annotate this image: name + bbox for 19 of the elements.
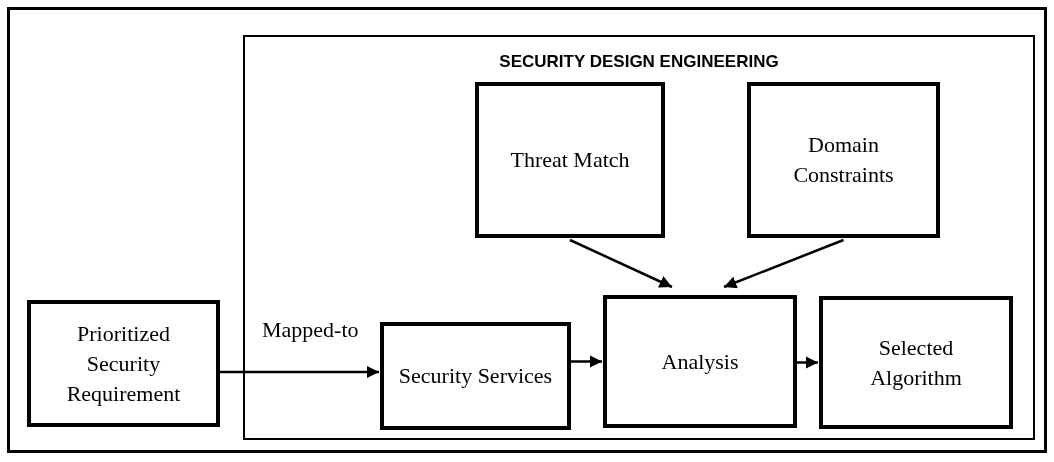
box-label: Analysis	[661, 347, 739, 376]
arrow	[571, 355, 602, 368]
group-title: SECURITY DESIGN ENGINEERING	[498, 51, 780, 73]
box-label: Threat Match	[510, 146, 630, 174]
box-label: Prioritized Security Requirement	[65, 319, 182, 408]
arrow	[569, 238, 673, 289]
box-label: Security Services	[398, 362, 553, 390]
process-box	[27, 300, 220, 427]
arrow	[797, 356, 818, 369]
box-label: Selected Algorithm	[869, 333, 963, 392]
group-frame	[243, 35, 1035, 440]
process-box	[747, 82, 940, 238]
arrow	[723, 238, 844, 289]
process-box	[380, 322, 571, 430]
process-box	[819, 296, 1013, 429]
arrow	[220, 365, 379, 379]
box-label: Domain Constraints	[792, 131, 895, 189]
process-box	[475, 82, 665, 238]
process-box	[603, 295, 797, 428]
